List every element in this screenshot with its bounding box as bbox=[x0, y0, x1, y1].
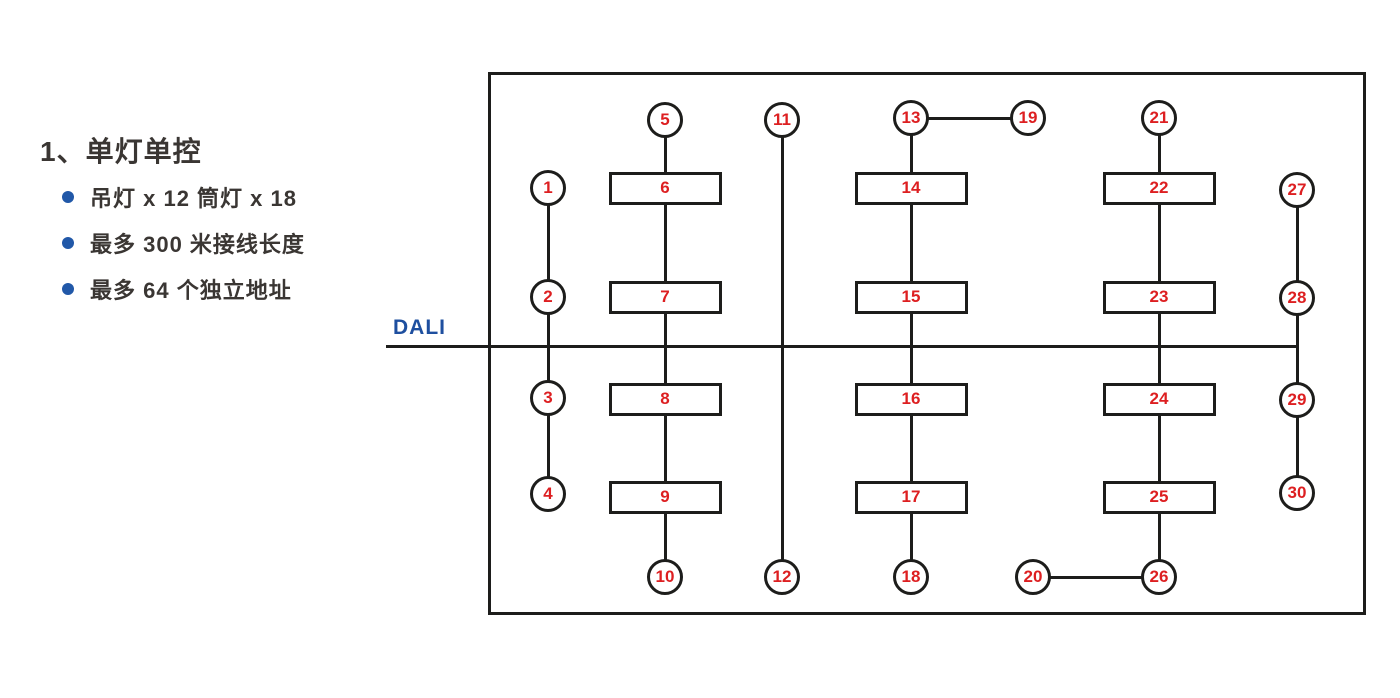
link-13-19-line bbox=[911, 116, 1028, 120]
lamp-rect-node: 6 bbox=[608, 171, 722, 205]
lamp-circle-node: 21 bbox=[1141, 100, 1177, 136]
lamp-circle-node: 26 bbox=[1141, 559, 1177, 595]
lamp-rect-node: 24 bbox=[1102, 382, 1216, 416]
bullet-dot-icon bbox=[62, 191, 74, 203]
lamp-circle-node: 10 bbox=[647, 559, 683, 595]
section-title: 1、单灯单控 bbox=[40, 136, 202, 167]
lamp-circle-node: 29 bbox=[1279, 382, 1315, 418]
column-27-30-line bbox=[1295, 190, 1299, 493]
lamp-rect-node: 8 bbox=[608, 382, 722, 416]
bullet-item-wire-length: 最多 300 米接线长度 bbox=[62, 229, 305, 257]
bullet-item-label: 吊灯 x 12 筒灯 x 18 bbox=[90, 186, 297, 211]
lamp-circle-node: 11 bbox=[764, 102, 800, 138]
lamp-circle-node: 1 bbox=[530, 170, 566, 206]
column-13-18-line bbox=[909, 118, 913, 577]
bullet-dot-icon bbox=[62, 237, 74, 249]
lamp-rect-node: 14 bbox=[854, 171, 968, 205]
lamp-rect-node: 9 bbox=[608, 480, 722, 514]
bullet-item-addresses: 最多 64 个独立地址 bbox=[62, 275, 292, 303]
lamp-circle-node: 3 bbox=[530, 380, 566, 416]
bullet-item-lamp-counts: 吊灯 x 12 筒灯 x 18 bbox=[62, 183, 297, 211]
lamp-circle-node: 19 bbox=[1010, 100, 1046, 136]
lamp-circle-node: 28 bbox=[1279, 280, 1315, 316]
lamp-rect-node: 15 bbox=[854, 280, 968, 314]
lamp-circle-node: 30 bbox=[1279, 475, 1315, 511]
column-11-12-line bbox=[780, 120, 784, 577]
bullet-dot-icon bbox=[62, 283, 74, 295]
lamp-circle-node: 13 bbox=[893, 100, 929, 136]
lamp-rect-node: 25 bbox=[1102, 480, 1216, 514]
diagram-frame bbox=[488, 72, 1366, 615]
bullet-item-label: 最多 300 米接线长度 bbox=[90, 232, 305, 257]
lamp-circle-node: 27 bbox=[1279, 172, 1315, 208]
lamp-rect-node: 17 bbox=[854, 480, 968, 514]
lamp-circle-node: 20 bbox=[1015, 559, 1051, 595]
lamp-rect-node: 7 bbox=[608, 280, 722, 314]
column-5-10-line bbox=[663, 120, 667, 577]
link-20-26-line bbox=[1033, 575, 1159, 579]
lamp-circle-node: 18 bbox=[893, 559, 929, 595]
lamp-circle-node: 2 bbox=[530, 279, 566, 315]
lamp-rect-node: 22 bbox=[1102, 171, 1216, 205]
column-1-4-line bbox=[546, 188, 550, 494]
lamp-circle-node: 5 bbox=[647, 102, 683, 138]
lamp-circle-node: 4 bbox=[530, 476, 566, 512]
lamp-circle-node: 12 bbox=[764, 559, 800, 595]
lamp-rect-node: 23 bbox=[1102, 280, 1216, 314]
bullet-item-label: 最多 64 个独立地址 bbox=[90, 278, 292, 303]
column-21-26-line bbox=[1157, 118, 1161, 577]
dali-bus-line bbox=[386, 344, 1297, 348]
dali-bus-label: DALI bbox=[393, 316, 446, 339]
lamp-rect-node: 16 bbox=[854, 382, 968, 416]
